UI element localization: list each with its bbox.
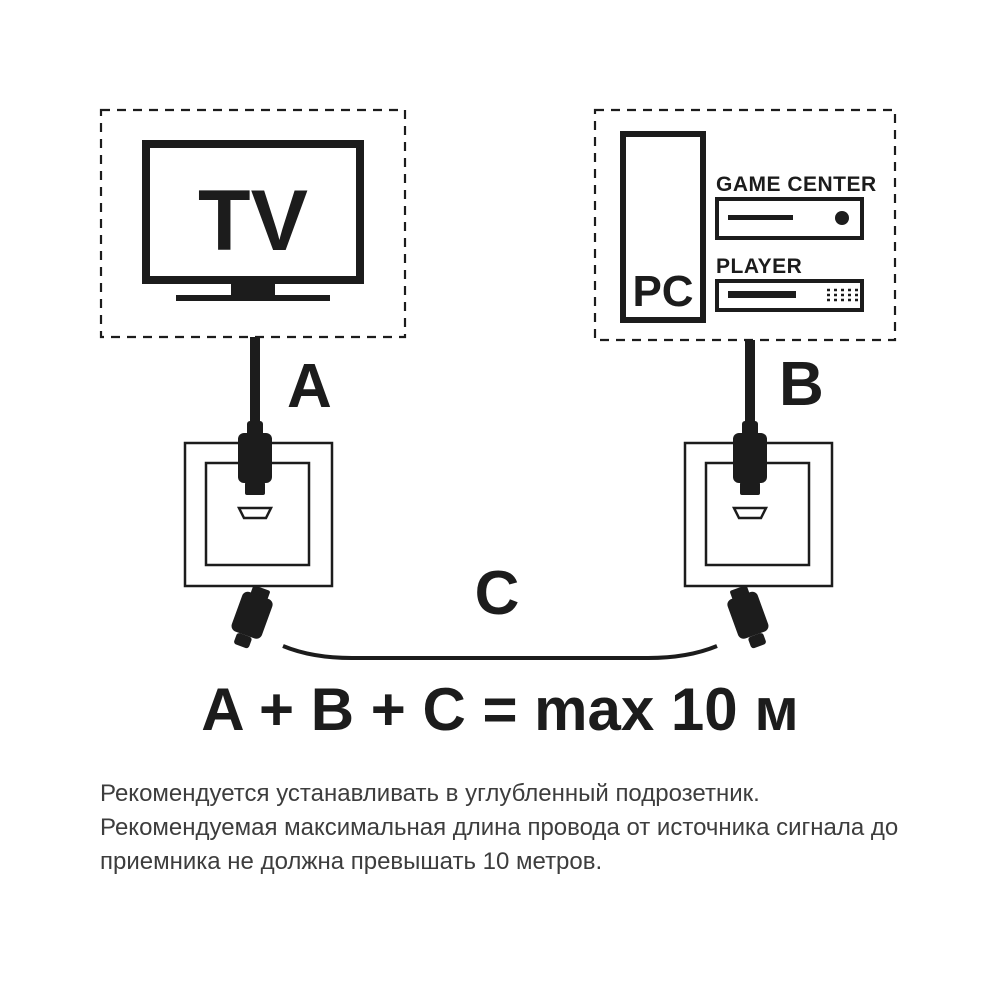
player-box <box>715 279 864 312</box>
installation-notes: Рекомендуется устанавливать в углубленны… <box>100 780 898 875</box>
hdmi-port <box>731 506 769 520</box>
hdmi-plug-top-right-icon <box>733 421 767 495</box>
player-icon: PLAYER <box>715 255 864 312</box>
game-center-icon: GAME CENTER <box>715 173 877 240</box>
hdmi-plug-top-left-icon <box>238 421 272 495</box>
cable-a-wire <box>250 337 260 427</box>
player-slot <box>728 291 796 298</box>
game-center-knob <box>835 211 849 225</box>
tv-stand-base <box>176 295 330 301</box>
cable-c-label: C <box>475 559 520 628</box>
pc-label: PC <box>632 267 693 316</box>
wall-socket-left <box>183 421 334 649</box>
tv-label: TV <box>198 173 308 269</box>
cable-b-label: B <box>779 350 824 419</box>
cable-a-label: A <box>287 352 332 421</box>
game-center-slot <box>728 215 793 220</box>
game-center-box <box>715 197 864 240</box>
cable-b <box>745 340 755 427</box>
note-line-2: Рекомендуемая максимальная длина провода… <box>100 814 898 841</box>
player-label: PLAYER <box>716 255 802 278</box>
pc-tower <box>620 131 706 323</box>
tv-stand-neck <box>231 280 275 295</box>
hdmi-plug-bottom-left-icon <box>231 585 273 649</box>
tv-icon: TV <box>142 140 364 301</box>
cable-c-wire <box>282 644 718 660</box>
hdmi-port <box>236 506 274 520</box>
pc-icon: PC <box>620 131 706 323</box>
cable-b-wire <box>745 340 755 427</box>
cable-a <box>250 337 260 427</box>
hdmi-plug-bottom-right-icon <box>727 585 769 649</box>
tv-zone-border <box>99 108 407 339</box>
length-formula: A + B + C = max 10 м <box>201 676 798 743</box>
wall-socket-right <box>683 421 834 649</box>
game-center-label: GAME CENTER <box>716 173 877 196</box>
tv-zone: TV <box>99 108 407 339</box>
note-line-3: приемника не должна превышать 10 метров. <box>100 848 602 875</box>
note-line-1: Рекомендуется устанавливать в углубленны… <box>100 780 760 807</box>
source-zone: PC GAME CENTER PLAYER <box>593 108 897 342</box>
